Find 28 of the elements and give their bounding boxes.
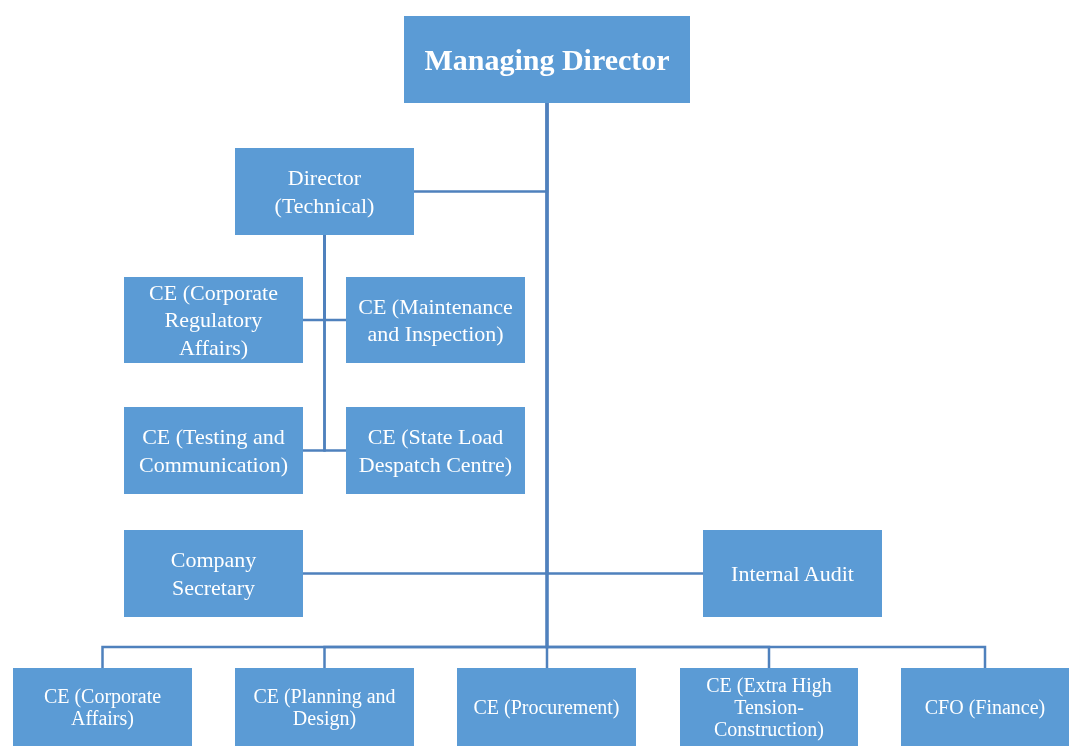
role-title: CE (Corporate Regulatory Affairs): [148, 278, 279, 362]
role-title: CE (Maintenance and Inspection): [357, 292, 514, 348]
org-box: [124, 407, 303, 494]
org-box: [703, 530, 882, 617]
org-box: [680, 668, 858, 746]
role-title: CE (Extra High Tension-Construction): [705, 674, 833, 740]
org-box: [346, 277, 525, 363]
org-box: [404, 16, 690, 103]
org-box: [457, 668, 636, 746]
role-title: CE (Corporate Affairs): [42, 685, 163, 729]
org-box: [124, 277, 303, 363]
role-title: Managing Director: [424, 41, 670, 78]
role-title: CE (State Load Despatch Centre): [357, 423, 514, 478]
connector-line: [323, 235, 346, 452]
role-title: CE (Planning and Design): [252, 685, 397, 729]
role-title: Company Secretary: [169, 546, 258, 601]
role-title: CE (Testing and Communication): [137, 423, 290, 478]
role-title: Director (Technical): [273, 164, 376, 219]
role-title: CFO (Finance): [924, 696, 1046, 718]
org-box: [13, 668, 192, 746]
org-box: [901, 668, 1069, 746]
org-box: [346, 407, 525, 494]
connector-line: [545, 103, 987, 668]
org-box: [235, 668, 414, 746]
org-box: [235, 148, 414, 235]
org-box: [124, 530, 303, 617]
role-title: CE (Procurement): [473, 696, 620, 718]
role-title: Internal Audit: [731, 559, 854, 588]
